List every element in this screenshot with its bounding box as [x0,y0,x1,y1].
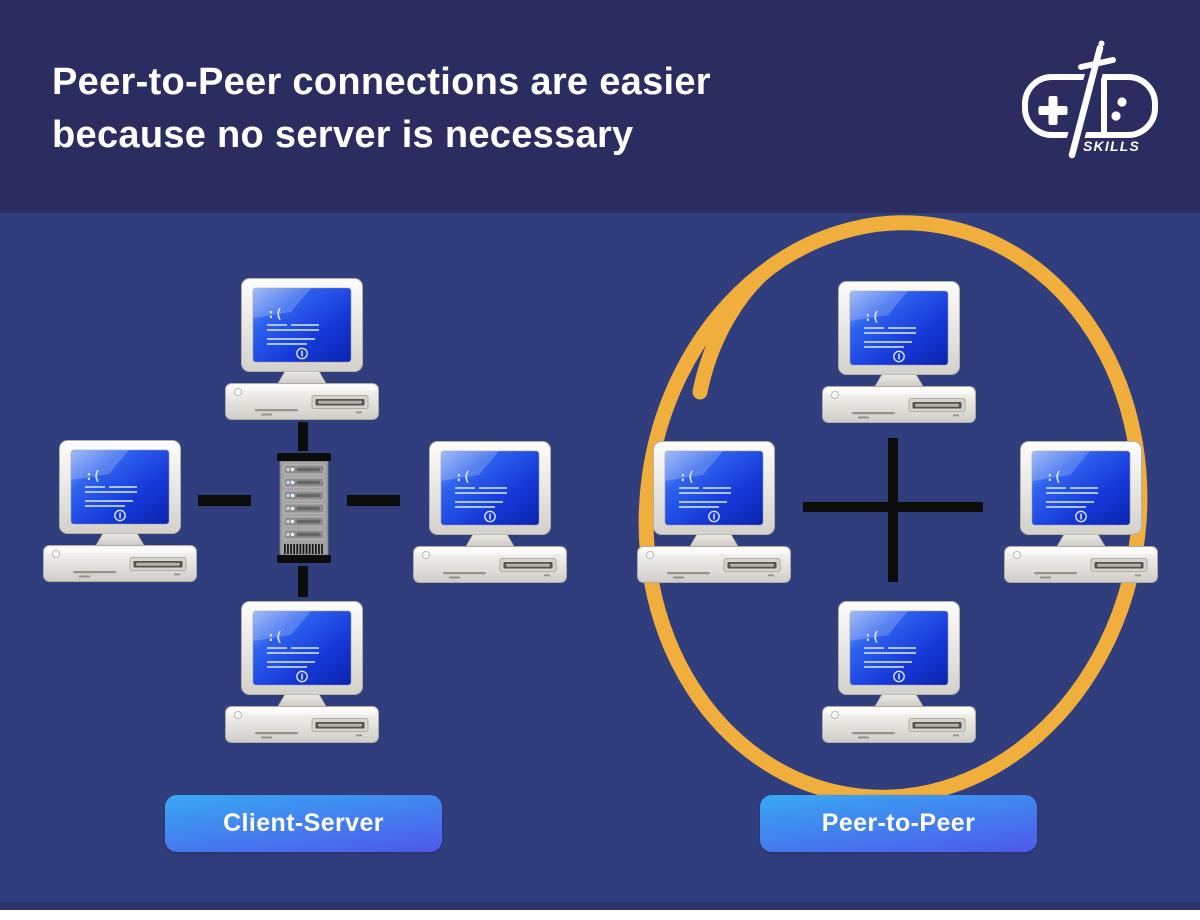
client-server-label: Client-Server [165,795,442,852]
diagram-area [0,213,1200,902]
connector-right-to-server [347,495,400,506]
client-computer-left [43,440,197,582]
controller-buttons-dots [1111,97,1127,121]
gd-skills-logo: SKILLS [1022,40,1158,161]
client-server-label-text: Client-Server [223,809,384,837]
dpad-icon [1038,96,1068,125]
page-title: Peer-to-Peer connections are easier beca… [52,56,711,162]
connector-left-to-server [198,495,251,506]
connector-top-to-server [298,422,308,451]
title-line-2: because no server is necessary [52,114,634,156]
peer-to-peer-label: Peer-to-Peer [760,795,1037,852]
peer-cross-horizontal [803,502,983,512]
canvas-bottom-edge [0,902,1200,910]
client-computer-right [413,441,567,583]
circle-pen-tail [692,254,786,400]
peer-computer-right [1004,441,1158,583]
logo-skills-text: SKILLS [1083,138,1140,154]
connector-server-to-bottom [298,566,308,597]
sword-icon [1068,40,1116,159]
client-computer-bottom [225,601,379,743]
peer-computer-bottom [822,601,976,743]
title-line-1: Peer-to-Peer connections are easier [52,61,711,103]
peer-computer-top [822,281,976,423]
server-icon [277,453,331,563]
peer-to-peer-label-text: Peer-to-Peer [821,809,976,837]
peer-computer-left [637,441,791,583]
header-band: Peer-to-Peer connections are easier beca… [0,0,1200,213]
client-computer-top [225,278,379,420]
